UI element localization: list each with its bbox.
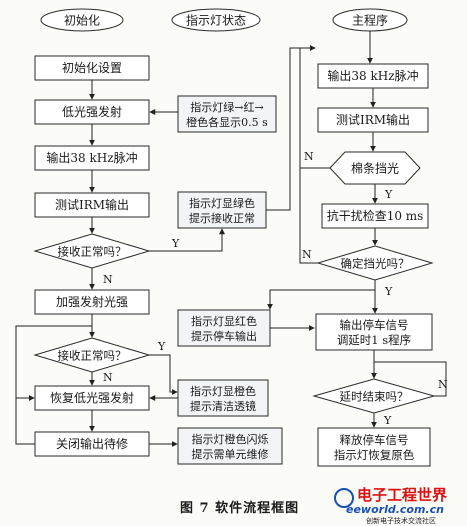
init-step-restore: 恢复低光强发射 <box>34 385 150 411</box>
init-decision-2: 接收正常吗？ <box>33 337 151 373</box>
init-step-setup-text: 初始化设置 <box>62 61 122 75</box>
main-decision-block-text: 棉条挡光 <box>351 162 399 176</box>
main-decision-delay-text: 延时结束吗？ <box>340 390 409 404</box>
init-step-test-irm: 测试IRM输出 <box>34 192 150 218</box>
indicator-note-red-line1: 指示灯显红色 <box>191 314 257 328</box>
indicator-note-orange: 指示灯显橙色 提示清洁透镜 <box>177 379 269 417</box>
main-step-pulse: 输出38 kHz脉冲 <box>317 63 429 89</box>
init-d2-yes-label: Y <box>157 340 166 353</box>
init-step-low-power: 低光强发射 <box>34 99 150 125</box>
main-d3-yes-label: Y <box>383 414 392 427</box>
indicator-note-orange-line2: 提示清洁透镜 <box>190 399 256 413</box>
init-step-boost-text: 加强发射光强 <box>56 294 128 309</box>
init-step-pulse: 输出38 kHz脉冲 <box>34 145 150 171</box>
init-step-low-power-text: 低光强发射 <box>62 104 122 119</box>
main-decision-block: 棉条挡光 <box>329 151 421 185</box>
watermark-brand: 电子工程世界 <box>357 486 447 504</box>
watermark-tagline: 创新电子技术交流社区 <box>366 516 436 525</box>
indicator-note-orange-line1: 指示灯显橙色 <box>190 384 256 398</box>
init-step-setup: 初始化设置 <box>34 55 150 81</box>
main-d3-no-label: N <box>438 378 448 391</box>
main-step-test-irm: 测试IRM输出 <box>317 107 429 133</box>
main-step-stop-signal-line1: 输出停车信号 <box>340 318 409 332</box>
init-step-boost: 加强发射光强 <box>34 289 150 315</box>
main-step-stop-signal: 输出停车信号 调延时1 s程序 <box>315 313 433 351</box>
indicator-note-cycle-line2: 橙色各显示0.5 s <box>186 115 268 129</box>
header-main-text: 主程序 <box>352 13 388 28</box>
indicator-note-flash-line1: 指示灯橙色闪烁 <box>192 432 269 446</box>
indicator-note-red: 指示灯显红色 提示停车输出 <box>177 309 271 347</box>
init-d1-yes-label: Y <box>171 237 180 250</box>
main-d2-yes-label: Y <box>384 285 393 298</box>
indicator-note-flash-line2: 提示需单元维修 <box>192 447 269 461</box>
header-init: 初始化 <box>40 8 124 32</box>
init-step-shutdown-text: 关闭输出待修 <box>56 436 128 451</box>
main-step-pulse-text: 输出38 kHz脉冲 <box>327 68 418 83</box>
init-decision-1: 接收正常吗？ <box>33 233 151 269</box>
main-d2-no-label: N <box>302 248 312 261</box>
indicator-note-flash: 指示灯橙色闪烁 提示需单元维修 <box>177 427 283 465</box>
header-main: 主程序 <box>332 8 408 32</box>
header-init-text: 初始化 <box>64 14 100 28</box>
init-step-shutdown: 关闭输出待修 <box>34 431 150 457</box>
main-decision-confirm: 确定挡光吗？ <box>316 245 434 281</box>
indicator-note-green: 指示灯显绿色 提示接收正常 <box>177 191 267 229</box>
main-decision-confirm-text: 确定挡光吗？ <box>341 257 410 271</box>
indicator-note-cycle: 指示灯绿→红→ 橙色各显示0.5 s <box>177 95 277 133</box>
main-step-antijam-text: 抗干扰检查10 ms <box>327 208 424 223</box>
indicator-note-cycle-line1: 指示灯绿→红→ <box>190 100 263 114</box>
indicator-note-green-line2: 提示接收正常 <box>189 211 255 225</box>
init-step-pulse-text: 输出38 kHz脉冲 <box>46 150 137 165</box>
header-indicator: 指示灯状态 <box>171 8 261 32</box>
main-step-release-line1: 释放停车信号 <box>340 433 409 447</box>
figure-caption: 图 7 软件流程框图 <box>180 500 299 516</box>
main-d1-yes-label: Y <box>384 188 393 201</box>
eeworld-logo: 电子工程世界 eeworld.com.cn 创新电子技术交流社区 <box>334 486 447 525</box>
watermark-site: eeworld.com.cn <box>346 503 444 516</box>
init-decision-1-text: 接收正常吗？ <box>58 245 127 259</box>
main-d1-no-label: N <box>304 150 314 163</box>
init-step-test-irm-text: 测试IRM输出 <box>55 197 129 212</box>
indicator-note-green-line1: 指示灯显绿色 <box>189 196 255 210</box>
indicator-note-red-line2: 提示停车输出 <box>191 329 257 343</box>
main-step-antijam: 抗干扰检查10 ms <box>321 203 429 229</box>
main-step-release: 释放停车信号 指示灯恢复原色 <box>317 427 431 467</box>
init-d1-no-label: N <box>103 273 113 286</box>
header-indicator-text: 指示灯状态 <box>186 13 246 28</box>
init-d2-no-label: N <box>103 371 113 384</box>
main-step-test-irm-text: 测试IRM输出 <box>336 112 410 127</box>
main-decision-delay: 延时结束吗？ <box>312 378 436 414</box>
init-step-restore-text: 恢复低光强发射 <box>50 390 134 405</box>
main-step-stop-signal-line2: 调延时1 s程序 <box>337 333 411 347</box>
init-decision-2-text: 接收正常吗？ <box>58 349 127 363</box>
main-step-release-line2: 指示灯恢复原色 <box>334 448 415 462</box>
